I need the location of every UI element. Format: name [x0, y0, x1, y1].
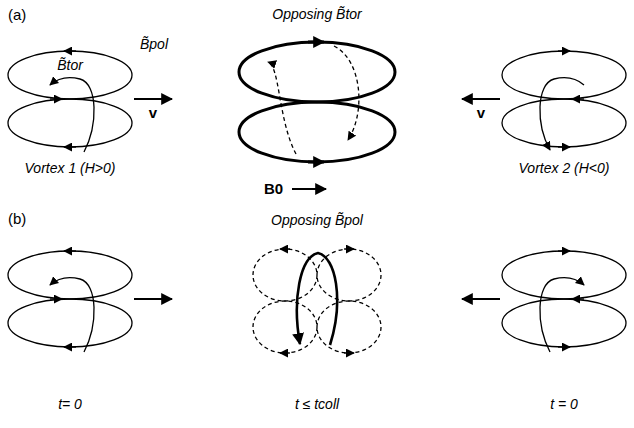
dashed-field-line [344, 248, 354, 249]
velocity-arrow [462, 98, 500, 100]
field-arrow [292, 188, 326, 189]
field-label: B̃pol [138, 36, 170, 52]
poloidal-field-line [502, 251, 626, 299]
time-label: t ≤ tcoll [293, 396, 341, 412]
panel-label: (b) [6, 210, 28, 227]
bold-field-line [239, 42, 395, 162]
velocity-label: v [475, 104, 487, 121]
toroidal-field-line [540, 78, 584, 150]
velocity-arrow [462, 298, 500, 300]
poloidal-field-line [502, 251, 626, 347]
poloidal-field-line [572, 298, 584, 299]
poloidal-field-line [502, 51, 626, 99]
dashed-field-line [334, 46, 359, 140]
dashed-field-line [280, 352, 290, 353]
bold-field-line [308, 41, 324, 44]
dashed-field-line [280, 248, 290, 249]
time-label: t= 0 [56, 396, 84, 412]
poloidal-field-line [558, 250, 570, 251]
poloidal-field-line [64, 250, 76, 251]
toroidal-field-line [50, 78, 94, 152]
velocity-arrow [134, 298, 172, 299]
dashed-field-line [253, 301, 317, 353]
dashed-field-line [344, 352, 354, 353]
poloidal-field-line [502, 51, 626, 147]
toroidal-field-line [540, 78, 584, 150]
toroidal-field-line [50, 78, 94, 152]
toroidal-field-line [540, 278, 584, 352]
velocity-arrow [462, 298, 500, 299]
velocity-arrow [134, 98, 172, 99]
poloidal-field-line [558, 146, 570, 147]
dashed-field-line [268, 46, 359, 154]
poloidal-field-line [8, 299, 132, 347]
velocity-arrow [462, 98, 500, 99]
panel-label: (a) [6, 6, 28, 23]
velocity-arrow [134, 298, 172, 300]
dashed-field-line [317, 301, 381, 353]
poloidal-field-line [8, 251, 132, 299]
poloidal-field-line [50, 298, 62, 299]
vortex-label: Vortex 2 (H<0) [517, 160, 612, 176]
bold-field-line [297, 253, 337, 345]
caption-label: Opposing B̃tor [270, 6, 364, 22]
poloidal-field-line [50, 98, 62, 99]
poloidal-field-line [502, 299, 626, 347]
velocity-arrow [134, 98, 172, 100]
caption-label: Opposing B̃pol [269, 212, 365, 228]
poloidal-field-line [8, 51, 132, 99]
bold-field-line [239, 42, 395, 102]
bold-field-line [308, 161, 324, 164]
poloidal-field-line [8, 51, 132, 147]
poloidal-field-line [558, 50, 570, 51]
dashed-field-line [253, 249, 381, 353]
field-label: B̃tor [55, 57, 85, 73]
poloidal-field-line [572, 98, 584, 99]
poloidal-field-line [64, 146, 76, 147]
poloidal-field-line [502, 99, 626, 147]
field-label: B0 [262, 180, 285, 197]
velocity-label: v [147, 104, 159, 121]
vortex-label: Vortex 1 (H>0) [23, 160, 118, 176]
time-label: t = 0 [548, 396, 580, 412]
toroidal-field-line [50, 278, 94, 352]
toroidal-field-line [540, 278, 584, 352]
poloidal-field-line [64, 50, 76, 51]
poloidal-field-line [64, 346, 76, 347]
bold-field-line [239, 102, 395, 162]
dashed-field-line [268, 62, 296, 154]
bold-field-line [297, 253, 337, 345]
poloidal-field-line [558, 346, 570, 347]
poloidal-field-line [8, 99, 132, 147]
dashed-field-line [253, 249, 317, 301]
field-arrow [292, 188, 326, 190]
poloidal-field-line [8, 251, 132, 347]
toroidal-field-line [50, 278, 94, 352]
